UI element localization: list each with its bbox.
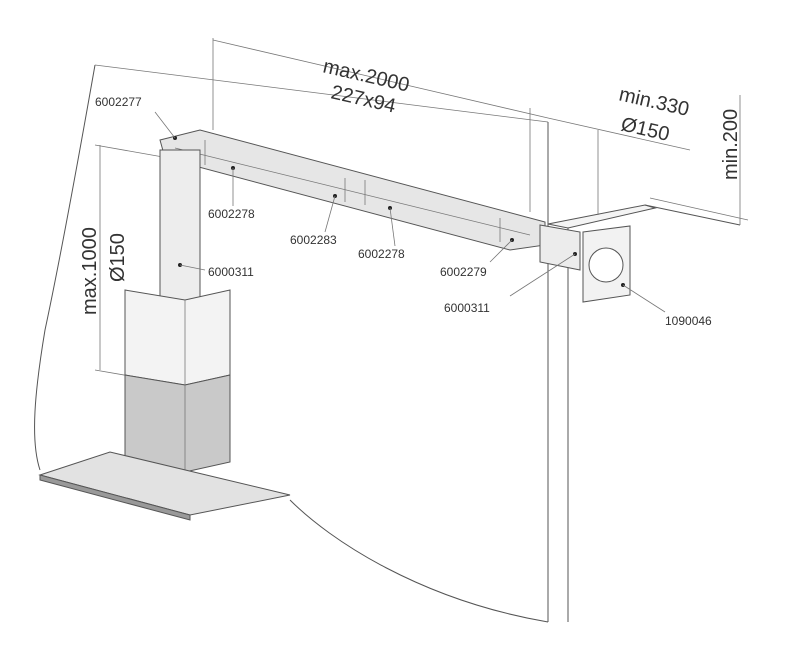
part-connector: 6002283 [290,233,337,247]
dim-line-min330 [547,117,691,151]
ceiling-line [94,64,549,123]
part-elbow-end: 6002279 [440,265,487,279]
hood-front [39,474,191,521]
dim-line-max2000 [212,39,549,119]
dim-wall-diameter: Ø150 [619,113,672,145]
dim-vertical-diameter: Ø150 [107,233,129,282]
leader-lines [154,111,666,313]
side-wall-edge [644,204,741,226]
part-pipe-vertical: 6000311 [208,265,254,279]
part-duct-1: 6002278 [208,207,255,221]
wall-pipe [539,224,581,271]
dim-ext-200-top [649,197,749,221]
chimney-lower [124,374,231,473]
room-outline [34,64,549,623]
side-wall-top [547,204,657,229]
part-elbow-top: 6002277 [95,95,142,109]
horizontal-duct [159,129,546,251]
part-pipe-wall: 6000311 [444,301,490,315]
dim-max-vertical: max.1000 [79,227,101,315]
part-duct-2: 6002278 [358,247,405,261]
dim-min-height: min.200 [720,109,742,180]
chimney-upper [124,289,231,386]
duct-top-edge [174,147,531,236]
grille-opening [588,247,624,283]
part-wall-grille: 1090046 [665,314,712,328]
